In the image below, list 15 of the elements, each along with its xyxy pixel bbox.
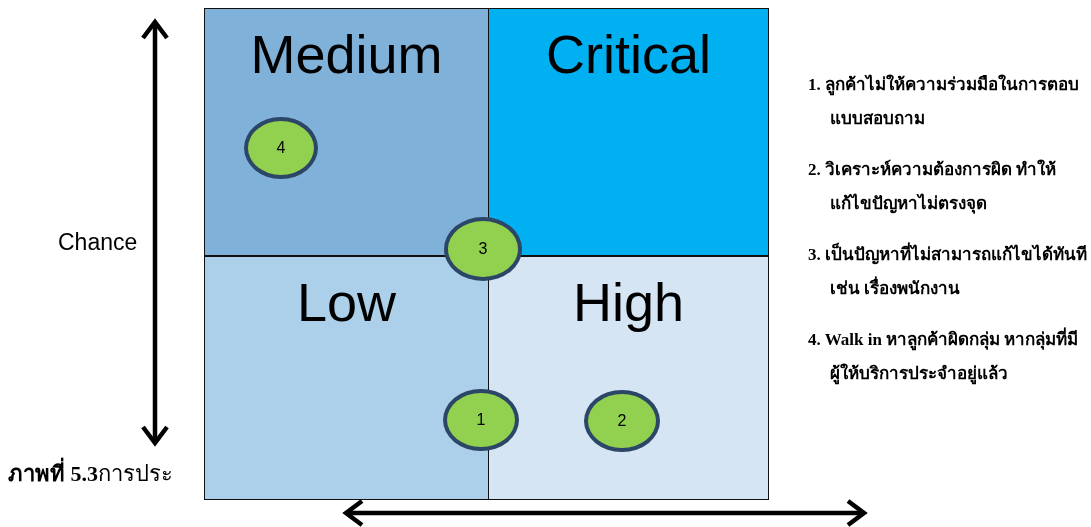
risk-quadrant: [204, 256, 489, 500]
risk-circle: 2: [584, 390, 660, 452]
risk-level-heading: Medium: [249, 27, 444, 81]
risk-quadrant: [204, 8, 489, 256]
risk-level-heading: Critical: [545, 27, 712, 81]
risk-quadrant: [488, 256, 769, 500]
list-item: 2. วิเคราะห์ความต้องการผิด ทำให้แก้ไขปัญหาไม่ตรงจุด: [808, 158, 1058, 216]
risk-quadrant: [488, 8, 769, 256]
axis-label: Chance: [58, 229, 138, 256]
risk-level-heading: Low: [295, 275, 398, 329]
list-item: 1. ลูกค้าไม่ให้ความร่วมมือในการตอบแบบสอบถาม: [808, 73, 1080, 130]
risk-circle: 4: [244, 117, 318, 179]
figure-caption: ภาพที่ 5.3การประ: [8, 456, 173, 491]
list-item: 3. เป็นปัญหาที่ไม่สามารถแก้ไขได้ทันที เช่น เรื่องพนักงาน: [808, 238, 1088, 306]
list-item: 4. Walk in หาลูกค้าผิดกลุ่ม หากลุ่มที่มีผู้ให้บริการประจำอยู่แล้ว: [808, 323, 1088, 391]
